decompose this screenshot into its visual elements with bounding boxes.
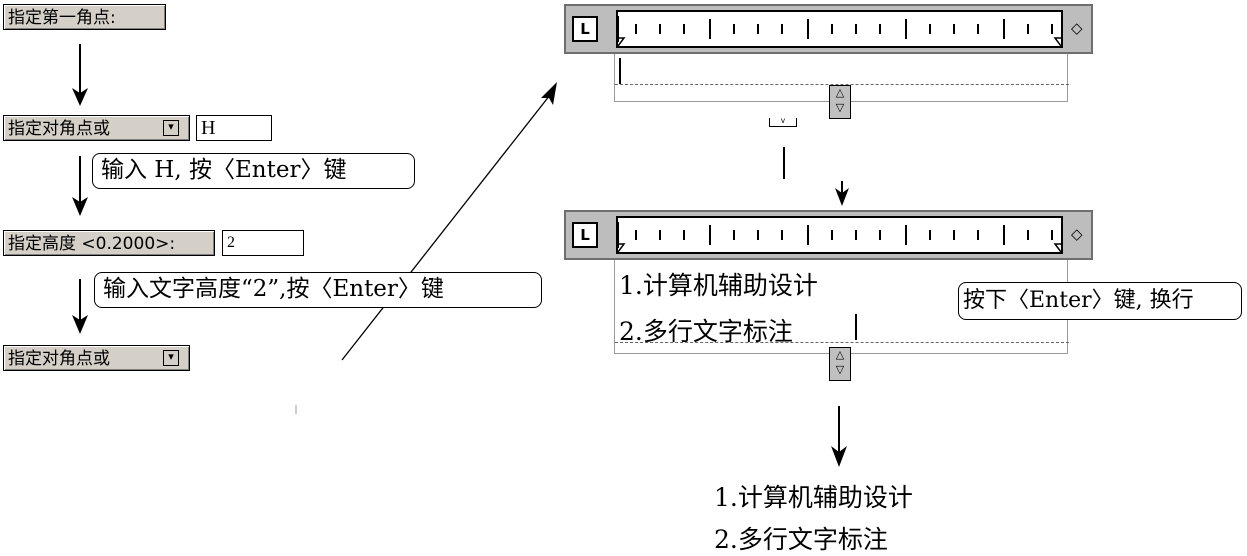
result-line-1: 1.计算机辅助设计: [714, 483, 913, 512]
arrowhead: [72, 315, 88, 334]
diagonal-arrow-to-editor: [341, 94, 551, 361]
diamond-icon[interactable]: ◇: [1071, 20, 1083, 37]
ruler-ticks: [610, 222, 1069, 254]
text-cursor: [619, 58, 621, 84]
prompt-opposite-corner-2-label: 指定对角点或: [8, 349, 110, 369]
step3-input[interactable]: 2: [222, 230, 304, 256]
note-enter-newline: 按下〈Enter〉键, 换行: [958, 282, 1242, 320]
prompt-opposite-corner-label: 指定对角点或: [8, 119, 110, 139]
ruler-ticks: [610, 4, 1069, 48]
editor-toolbar-bottom: L: [564, 210, 1093, 260]
ruler[interactable]: [610, 4, 1069, 48]
edit-line-2: 2.多行文字标注: [619, 317, 793, 346]
step2-input[interactable]: H: [196, 115, 272, 141]
text-cursor: [855, 314, 857, 340]
arrowhead: [72, 197, 88, 216]
ruler[interactable]: [610, 216, 1069, 254]
diamond-icon[interactable]: ◇: [1071, 226, 1083, 243]
prompt-first-corner-label: 指定第一角点:: [8, 8, 116, 28]
resize-handle-icon[interactable]: △▽: [829, 347, 851, 381]
text-boundary: [615, 84, 1069, 85]
tab-stop-button[interactable]: L: [572, 222, 598, 248]
prompt-height: 指定高度 <0.2000>:: [3, 230, 215, 256]
prompt-first-corner: 指定第一角点:: [3, 4, 166, 30]
tab-stop-button[interactable]: L: [572, 16, 598, 42]
prompt-opposite-corner: 指定对角点或: [3, 115, 190, 141]
dropdown-icon[interactable]: ▾: [163, 350, 179, 366]
arrowhead: [831, 446, 847, 467]
arrowhead: [835, 188, 849, 206]
scroll-indicator: v: [769, 117, 797, 127]
note-enter-h: 输入 H, 按〈Enter〉键: [92, 153, 415, 189]
resize-handle-icon[interactable]: △▽: [829, 85, 851, 119]
editor-toolbar-top: L: [564, 4, 1093, 54]
arrowhead: [541, 82, 557, 105]
text-boundary: [615, 342, 1069, 343]
arrowhead: [72, 88, 88, 106]
dropdown-icon[interactable]: ▾: [163, 120, 179, 136]
prompt-opposite-corner-2: 指定对角点或: [3, 345, 190, 371]
prompt-height-label: 指定高度 <0.2000>:: [8, 234, 176, 254]
edit-line-1: 1.计算机辅助设计: [619, 271, 818, 300]
result-line-2: 2.多行文字标注: [714, 525, 888, 554]
note-enter-height: 输入文字高度“2”,按〈Enter〉键: [94, 272, 542, 308]
